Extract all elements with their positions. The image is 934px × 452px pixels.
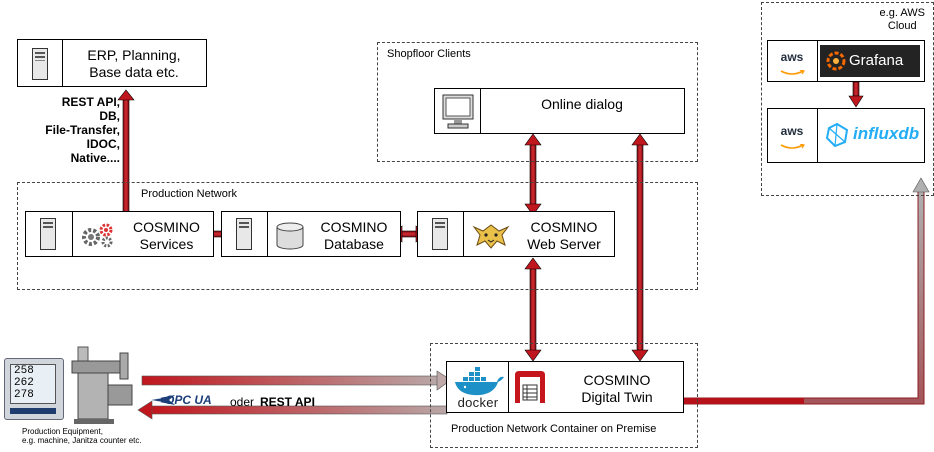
erp-box[interactable]: ERP, Planning, Base data etc. bbox=[17, 39, 207, 87]
shopfloor-title: Shopfloor Clients bbox=[387, 48, 471, 60]
meter-display: 258 262 278 bbox=[10, 364, 56, 404]
database-title-line2: Database bbox=[324, 236, 384, 252]
opc-ua-label: OPC UA bbox=[165, 393, 212, 407]
tomcat-icon bbox=[471, 221, 511, 256]
docker-whale-icon bbox=[455, 367, 504, 396]
power-meter-icon: 258 262 278 bbox=[4, 358, 64, 420]
aws-smile-icon bbox=[780, 143, 805, 149]
protocol-db: DB, bbox=[99, 109, 120, 123]
twin-title: COSMINO Digital Twin bbox=[551, 372, 683, 406]
twin-title-line2: Digital Twin bbox=[581, 389, 653, 405]
protocols-list: REST API, DB, File-Transfer, IDOC, Nativ… bbox=[28, 95, 120, 165]
protocol-native: Native.... bbox=[70, 151, 120, 165]
aws-label: aws bbox=[780, 124, 804, 138]
oder-label: oder bbox=[230, 395, 255, 409]
influx-icon bbox=[825, 123, 849, 147]
equipment-caption-line1: Production Equipment, bbox=[22, 427, 103, 436]
server-icon bbox=[236, 218, 252, 255]
server-icon bbox=[40, 218, 56, 255]
meter-value-1: 258 bbox=[14, 365, 34, 377]
cloud-group: e.g. AWS Cloud bbox=[761, 2, 934, 196]
server-icon bbox=[432, 218, 448, 255]
docker-label: docker bbox=[457, 395, 499, 410]
production-network-title: Production Network bbox=[141, 188, 237, 200]
webserver-title-line2: Web Server bbox=[527, 236, 601, 252]
container-group: Production Network Container on Premise bbox=[430, 343, 698, 448]
influx-label: influxdb bbox=[853, 124, 920, 143]
webserver-twin-arrow bbox=[524, 257, 542, 362]
protocol-idoc: IDOC, bbox=[86, 137, 120, 151]
cloud-title: e.g. AWS Cloud bbox=[880, 7, 925, 33]
equipment-caption-line2: e.g. machine, Janitza counter etc. bbox=[22, 436, 142, 445]
aws-logo: aws bbox=[772, 125, 812, 155]
online-dialog-label: Online dialog bbox=[541, 96, 623, 112]
dialog-webserver-arrow bbox=[524, 133, 542, 216]
erp-title: ERP, Planning, Base data etc. bbox=[62, 47, 206, 81]
erp-title-line1: ERP, Planning, bbox=[87, 47, 181, 63]
aws-smile-icon bbox=[780, 69, 805, 75]
grafana-box[interactable]: aws Grafana bbox=[767, 40, 925, 82]
grafana-icon bbox=[826, 51, 846, 71]
equipment-caption: Production Equipment, e.g. machine, Jani… bbox=[22, 427, 142, 445]
database-icon bbox=[275, 221, 305, 256]
server-icon bbox=[32, 48, 48, 85]
services-title-line1: COSMINO bbox=[133, 219, 200, 235]
aws-label: aws bbox=[780, 50, 804, 64]
twin-cloud-arrow bbox=[684, 177, 930, 405]
grafana-influx-arrow bbox=[848, 81, 864, 108]
equipment-docker-arrow bbox=[141, 370, 452, 391]
digital-twin-icon bbox=[513, 369, 547, 410]
database-title: COSMINO Database bbox=[308, 219, 400, 253]
monitor-icon bbox=[442, 94, 474, 135]
dialog-twin-arrow bbox=[631, 133, 649, 362]
protocol-file: File-Transfer, bbox=[45, 123, 120, 137]
database-box[interactable]: COSMINO Database bbox=[221, 211, 401, 257]
database-title-line1: COSMINO bbox=[320, 219, 388, 235]
online-dialog-box[interactable]: Online dialog bbox=[434, 88, 685, 134]
rest-api-label: REST API bbox=[260, 395, 315, 409]
machine-icon bbox=[71, 346, 133, 424]
meter-value-3: 278 bbox=[14, 389, 34, 401]
meter-value-2: 262 bbox=[14, 377, 34, 389]
docker-logo: docker bbox=[451, 366, 505, 410]
cloud-title-line2: Cloud bbox=[887, 20, 917, 32]
container-title: Production Network Container on Premise bbox=[451, 423, 657, 435]
influx-box[interactable]: aws influxdb bbox=[767, 108, 925, 163]
webserver-title-line1: COSMINO bbox=[530, 219, 598, 235]
webserver-title: COSMINO Web Server bbox=[514, 219, 614, 253]
protocol-rest: REST API, bbox=[61, 95, 120, 109]
opc-swoosh-icon bbox=[148, 395, 175, 405]
services-box[interactable]: COSMINO Services bbox=[25, 211, 214, 257]
grafana-logo: Grafana bbox=[820, 45, 920, 77]
equipment-graphic: 258 262 278 bbox=[2, 345, 142, 425]
services-title: COSMINO Services bbox=[120, 219, 213, 253]
twin-box[interactable]: docker COSMINO Digital Twin bbox=[446, 361, 684, 413]
shopfloor-group: Shopfloor Clients bbox=[377, 42, 698, 162]
grafana-label: Grafana bbox=[849, 52, 904, 69]
gears-icon bbox=[80, 221, 116, 254]
webserver-box[interactable]: COSMINO Web Server bbox=[417, 211, 615, 257]
aws-logo: aws bbox=[772, 51, 812, 81]
production-network-group: Production Network bbox=[17, 182, 698, 290]
cloud-title-line1: e.g. AWS bbox=[879, 7, 925, 19]
twin-title-line1: COSMINO bbox=[583, 372, 651, 388]
erp-title-line2: Base data etc. bbox=[89, 64, 179, 80]
services-title-line2: Services bbox=[139, 236, 194, 252]
meter-brand-strip bbox=[10, 408, 56, 414]
